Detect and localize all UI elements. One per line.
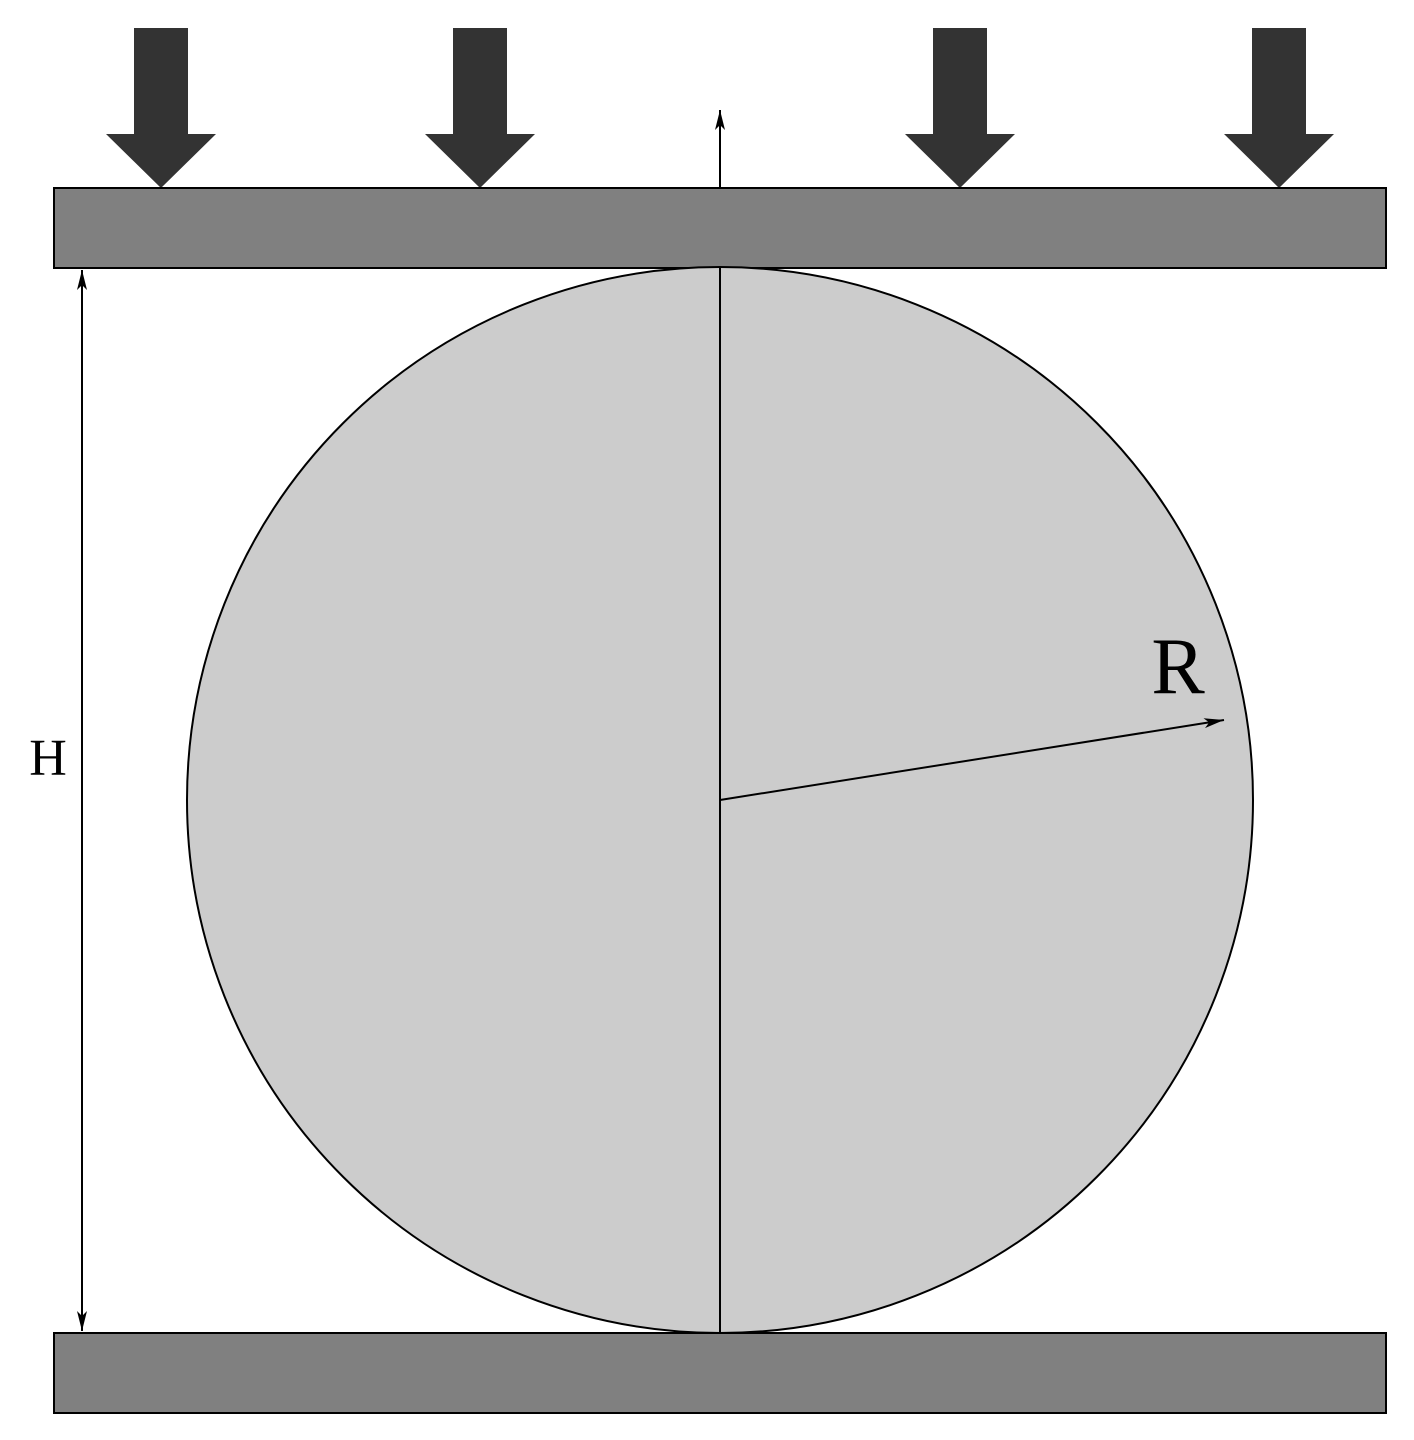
load-arrow-2	[425, 28, 535, 188]
bottom-plate	[53, 1332, 1387, 1414]
radius-arrow	[719, 718, 1225, 801]
radius-label: R	[1151, 623, 1205, 711]
load-arrow-1	[106, 28, 216, 188]
height-label: H	[29, 730, 67, 787]
load-arrow-4	[1224, 28, 1334, 188]
top-plate	[53, 187, 1387, 269]
load-arrow-3	[905, 28, 1015, 188]
load-arrows	[106, 28, 1334, 188]
